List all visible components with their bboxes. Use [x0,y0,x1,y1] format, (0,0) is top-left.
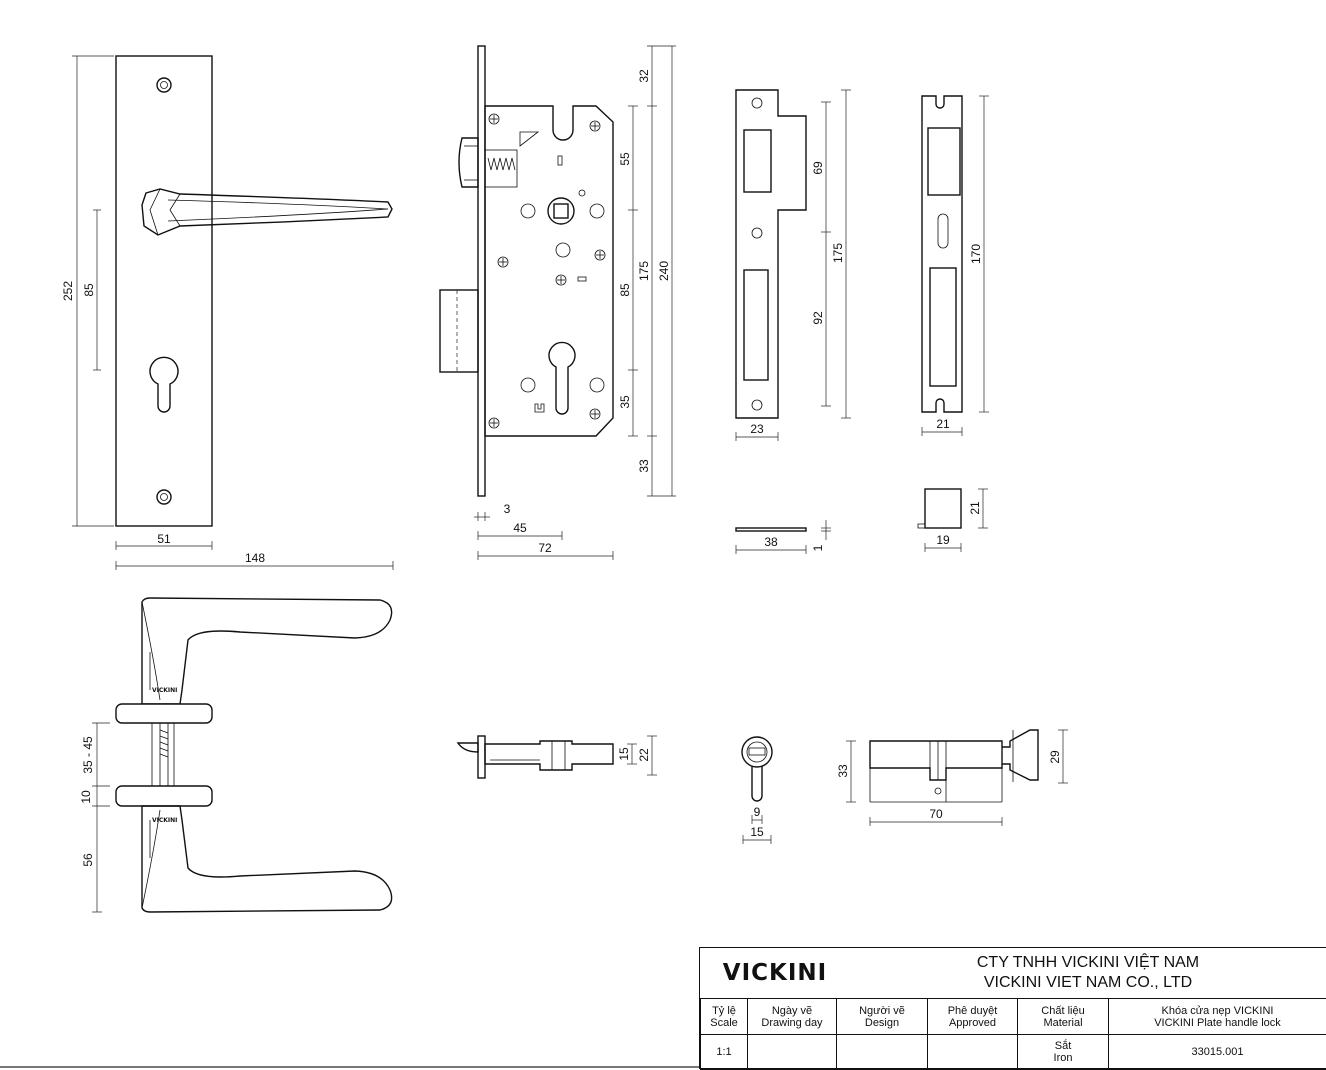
keyhole [150,357,178,412]
handle-side-view: VICKINI VICKINI 35 - 45 10 56 [79,598,392,912]
dim-door-thickness: 35 - 45 [81,736,95,774]
dim-strike-width: 23 [750,422,764,436]
dim-mortise-case: 175 [637,261,651,281]
dim-backset: 45 [513,521,527,535]
product-code: 33015.001 [1109,1035,1326,1070]
cylinder-cutout [549,342,575,414]
dim-plate-height: 252 [61,281,75,301]
company-name-en: VICKINI VIET NAM CO., LTD [984,973,1192,993]
faceplate [478,46,485,496]
dim-rose-thick: 10 [79,790,93,804]
dim-latch-15: 15 [617,747,631,761]
front-plate-view: 252 85 51 148 [61,56,393,570]
dim-mortise-backset: 85 [618,283,632,297]
dim-cyl-70: 70 [929,807,943,821]
dim-strike-length: 38 [764,535,778,549]
title-block: VICKINI CTY TNHH VICKINI VIỆT NAM VICKIN… [699,947,1326,1069]
material-header: Chất liệu Material [1018,999,1109,1035]
lower-rose [116,786,212,806]
strike-box-view: 170 21 21 19 [918,96,989,552]
engraved-logo-lower: VICKINI [152,817,177,824]
cylinder-side-view: 33 70 29 [836,730,1068,826]
upper-lever [142,598,392,704]
company-name: CTY TNHH VICKINI VIỆT NAM VICKINI VIET N… [850,948,1326,998]
dim-cyl-29: 29 [1048,750,1062,764]
dim-mortise-bottom: 33 [637,459,651,473]
dim-box-w19: 19 [936,533,950,547]
dim-handle-to-key: 85 [82,283,96,297]
dim-box-170: 170 [969,244,983,264]
company-name-vn: CTY TNHH VICKINI VIỆT NAM [977,953,1199,973]
dim-mortise-spindle: 55 [618,152,632,166]
dim-plate-width: 51 [157,532,171,546]
cylinder-front-view: 9 15 [742,737,772,844]
date-header: Ngày vẽ Drawing day [748,999,837,1035]
title-block-table: Tỷ lệ Scale Ngày vẽ Drawing day Người vẽ… [700,998,1326,1070]
scale-header: Tỷ lệ Scale [701,999,748,1035]
date-value [748,1035,837,1070]
handle-plate [116,56,212,526]
dim-mortise-faceplate: 240 [657,261,671,281]
dim-strike-69: 69 [811,161,825,175]
dim-box-depth: 21 [968,501,982,515]
dim-cyl-33: 33 [836,764,850,778]
strike-side [736,528,806,531]
dim-strike-175: 175 [831,243,845,263]
dim-faceplate-thick: 3 [504,502,511,516]
scale-value: 1:1 [701,1035,748,1070]
product-name: Khóa cửa nẹp VICKINI VICKINI Plate handl… [1109,999,1326,1035]
dim-cyl-15: 15 [750,825,764,839]
lock-case [485,106,613,436]
dim-total-width: 148 [245,551,265,565]
material-value: Sắt Iron [1018,1035,1109,1070]
approved-header: Phê duyệt Approved [928,999,1018,1035]
dim-cyl-9: 9 [754,805,761,819]
strike-plate-view: 69 175 92 23 38 1 [736,90,851,554]
lever-handle [142,189,392,235]
latch-side-view: 15 22 [458,736,657,778]
dim-strike-92: 92 [811,311,825,325]
dim-mortise-cyl: 35 [618,395,632,409]
dim-mortise-top: 32 [637,69,651,83]
approved-value [928,1035,1018,1070]
dim-case-depth: 72 [538,541,552,555]
upper-rose [116,704,212,723]
lower-lever [142,806,392,912]
dim-box-width: 21 [936,417,950,431]
designer-header: Người vẽ Design [837,999,928,1035]
dim-strike-thick: 1 [811,544,825,551]
spindle-hub [548,198,574,224]
dim-handle-proj: 56 [81,853,95,867]
designer-value [837,1035,928,1070]
dim-latch-22: 22 [637,748,651,762]
box-end [925,489,961,528]
deadbolt [440,290,478,372]
logo-cell: VICKINI [700,948,850,998]
mortise-body-view: 32 55 85 35 33 175 240 3 45 72 [440,46,676,560]
engraved-logo-upper: VICKINI [152,687,177,694]
vickini-logo: VICKINI [723,960,827,986]
